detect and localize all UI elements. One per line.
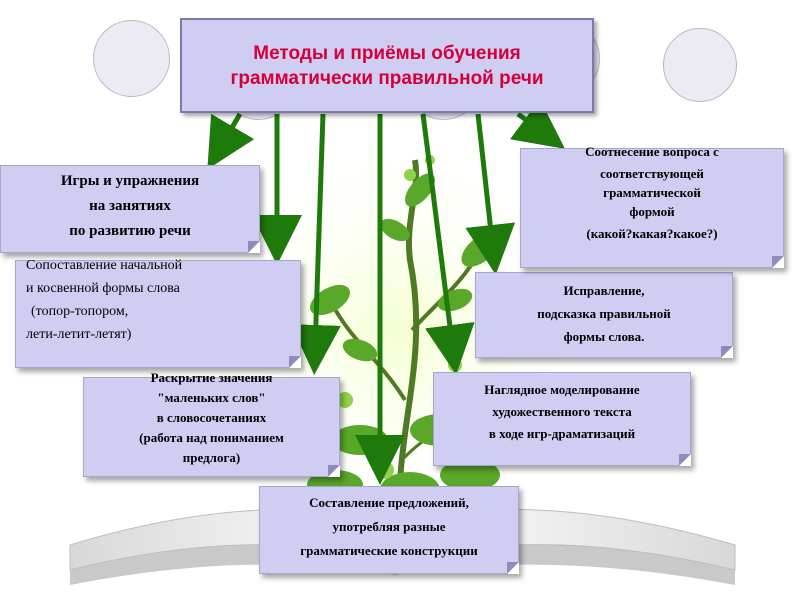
method-line: Исправление, <box>476 279 732 302</box>
method-line: в ходе игр-драматизаций <box>434 423 690 445</box>
method-line: лети-летит-летят) <box>26 323 300 346</box>
method-sentence-construction: Составление предложений, употребляя разн… <box>259 486 519 574</box>
title-line-1: Методы и приёмы обучения <box>253 43 520 64</box>
method-correction-prompt: Исправление, подсказка правильной формы … <box>475 272 733 358</box>
method-question-form-correlation: Соотнесение вопроса с соответствующей гр… <box>520 148 784 268</box>
method-line: в словосочетаниях <box>84 408 339 428</box>
method-line: Игры и упражнения <box>1 169 259 194</box>
method-line: (топор-топором, <box>26 300 300 323</box>
method-line: формой <box>521 201 783 223</box>
method-line: по развитию речи <box>1 219 259 244</box>
method-word-form-comparison: Сопоставление начальной и косвенной форм… <box>15 260 301 368</box>
method-line: на занятиях <box>1 194 259 219</box>
method-line: формы слова. <box>476 325 732 348</box>
method-line: Сопоставление начальной <box>26 254 300 277</box>
method-line: соответствующей <box>521 163 783 185</box>
method-small-words-meaning: Раскрытие значения "маленьких слов" в сл… <box>83 377 340 477</box>
method-visual-modeling: Наглядное моделирование художественного … <box>433 372 691 466</box>
method-line: Соотнесение вопроса с <box>521 141 783 163</box>
arrow-to-correction <box>478 114 493 250</box>
arrow-to-games <box>220 114 240 148</box>
decor-circle-5 <box>663 28 737 102</box>
method-line: Составление предложений, <box>260 491 518 515</box>
decor-circle-1 <box>93 20 170 97</box>
arrow-to-question <box>518 114 545 134</box>
arrow-to-modeling <box>423 114 453 350</box>
method-line: Раскрытие значения <box>84 368 339 388</box>
method-line: предлога) <box>84 448 339 468</box>
method-line: (какой?какая?какое?) <box>521 223 783 245</box>
method-line: художественного текста <box>434 401 690 423</box>
arrow-to-small-words <box>315 114 323 350</box>
method-line: "маленьких слов" <box>84 388 339 408</box>
method-games-exercises: Игры и упражнения на занятиях по развити… <box>0 165 260 253</box>
method-line: грамматические конструкции <box>260 539 518 563</box>
method-line: (работа над пониманием <box>84 428 339 448</box>
method-line: употребляя разные <box>260 515 518 539</box>
method-line: и косвенной формы слова <box>26 277 300 300</box>
method-line: Наглядное моделирование <box>434 379 690 401</box>
diagram-title: Методы и приёмы обучения грамматически п… <box>180 18 594 113</box>
method-line: подсказка правильной <box>476 302 732 325</box>
method-line: грамматической <box>521 185 783 201</box>
title-line-2: грамматически правильной речи <box>230 68 543 89</box>
